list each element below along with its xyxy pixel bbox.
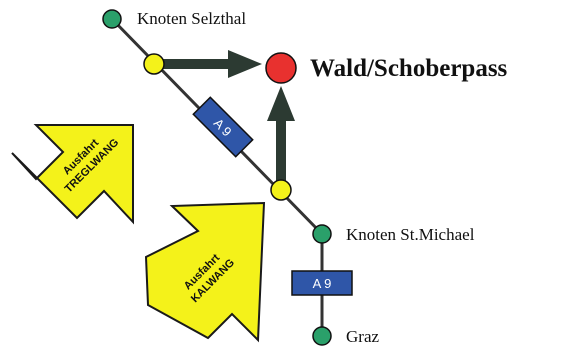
label-destination: Wald/Schoberpass <box>310 55 508 82</box>
destination-marker <box>265 52 297 84</box>
road-shield-a9-upper: A 9 <box>192 96 254 158</box>
road-shield-a9-lower: A 9 <box>291 270 353 296</box>
exit-arrow-treglwang: Ausfahrt TREGLWANG <box>11 124 134 225</box>
node-knoten-selzthal <box>102 9 122 29</box>
junction-treglwang <box>143 53 165 75</box>
route-arrow-vertical <box>267 86 295 184</box>
label-knoten-selzthal: Knoten Selzthal <box>137 9 246 28</box>
label-graz: Graz <box>346 327 379 346</box>
label-knoten-st-michael: Knoten St.Michael <box>346 225 475 244</box>
node-knoten-st-michael <box>312 224 332 244</box>
exit-arrow-kalwang: Ausfahrt KALWANG <box>144 201 266 343</box>
road-shield-label-lower: A 9 <box>313 276 332 291</box>
junction-kalwang <box>270 179 292 201</box>
route-arrow-horizontal <box>162 50 262 78</box>
node-graz <box>312 326 332 346</box>
